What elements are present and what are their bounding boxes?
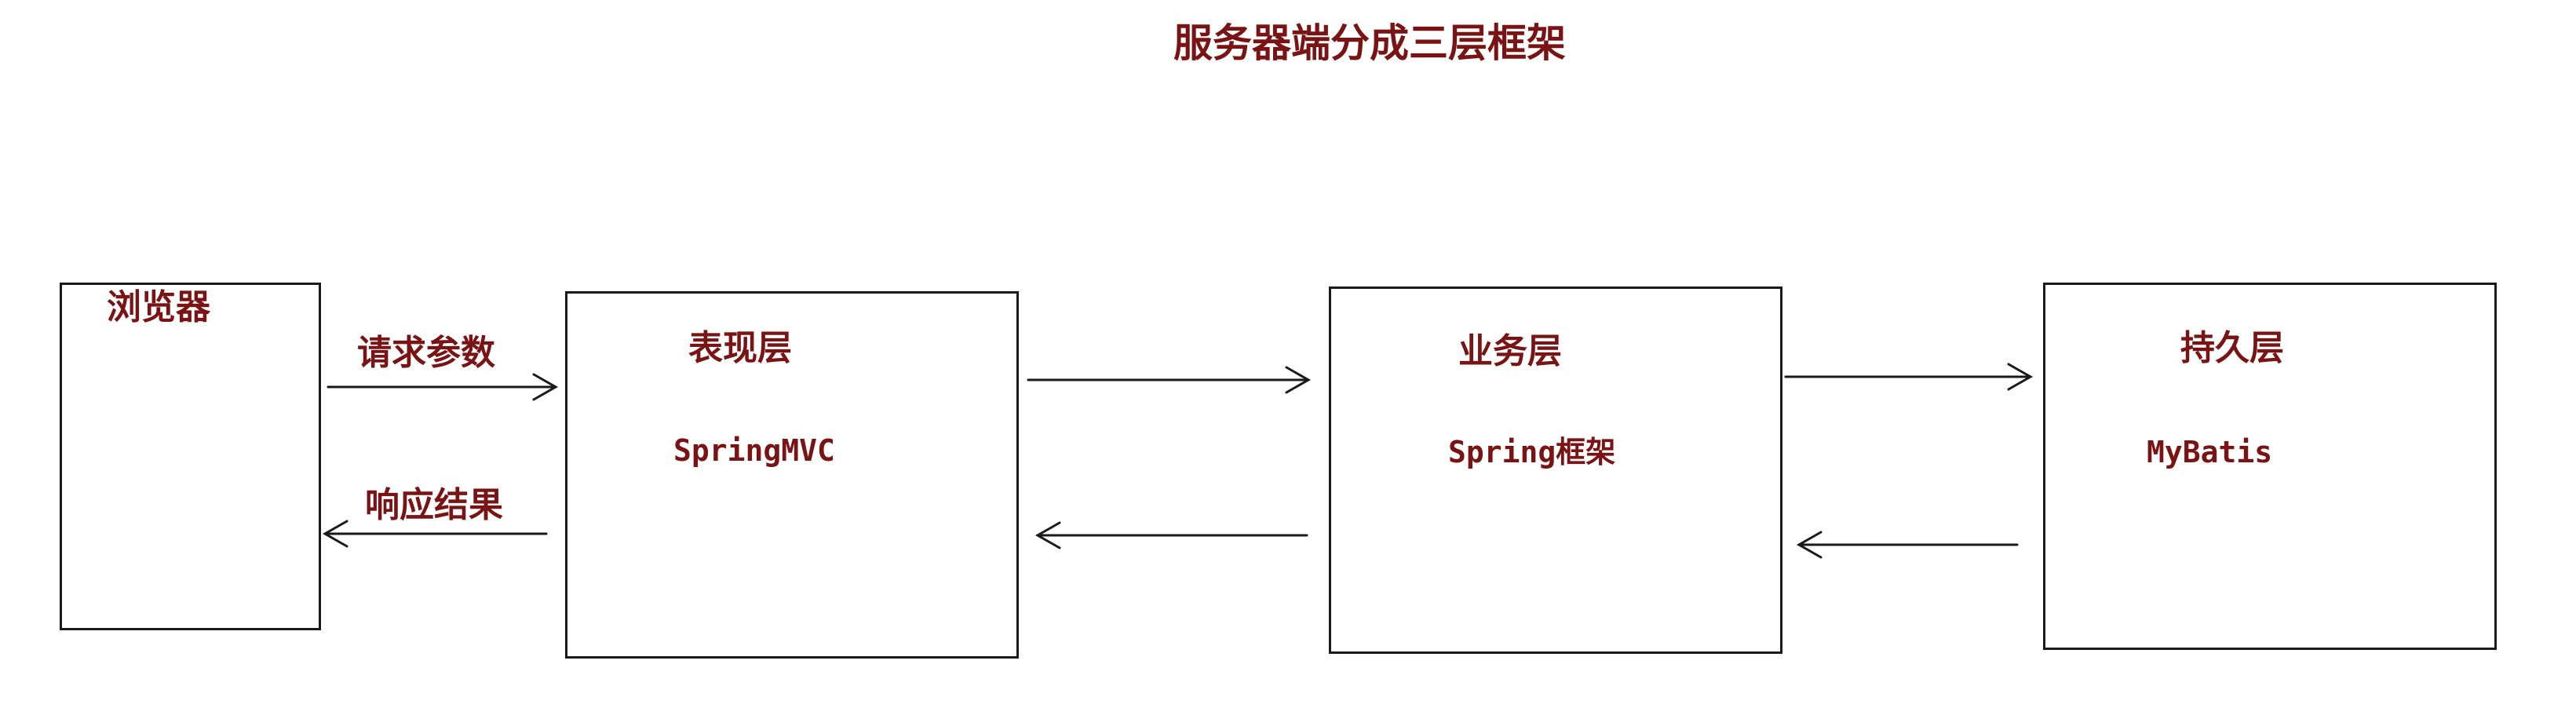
business-layer-box [1329,286,1782,654]
arrow-business-to-presentation [1034,521,1308,549]
presentation-layer-box [565,291,1019,659]
arrow-browser-to-presentation [327,373,559,401]
arrow-business-to-persistence [1784,363,2034,391]
persistence-layer-label: 持久层 [2180,328,2284,368]
browser-box [60,283,321,630]
arrow-presentation-to-browser [322,520,548,548]
business-layer-label: 业务层 [1458,331,1562,371]
browser-label: 浏览器 [107,287,210,327]
persistence-layer-tech: MyBatis [2147,435,2273,469]
business-layer-tech: Spring框架 [1448,435,1616,469]
persistence-layer-box [2043,283,2497,650]
arrow-presentation-to-business [1027,366,1312,394]
diagram-title: 服务器端分成三层框架 [1173,20,1566,66]
request-edge-label: 请求参数 [357,333,495,373]
arrow-persistence-to-business [1796,531,2019,559]
response-edge-label: 响应结果 [365,485,503,525]
presentation-layer-tech: SpringMVC [673,433,835,468]
presentation-layer-label: 表现层 [688,328,792,368]
